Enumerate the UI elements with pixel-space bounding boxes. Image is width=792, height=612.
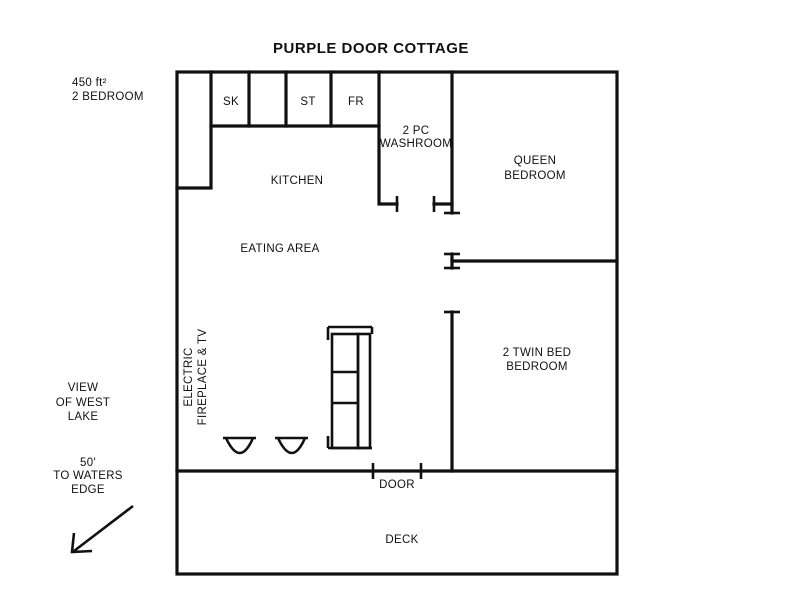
door-label: DOOR	[379, 479, 415, 491]
distance-label-line1: 50'	[80, 457, 96, 469]
queen-bedroom-label-line2: BEDROOM	[504, 170, 566, 182]
chair-icon	[223, 436, 256, 455]
view-label-line2: OF WEST	[56, 397, 111, 409]
sink-label: SK	[223, 96, 239, 108]
queen-bedroom-label-line1: QUEEN	[514, 155, 556, 167]
bedroom-count-label: 2 BEDROOM	[72, 91, 144, 103]
washroom-label-line1: 2 PC	[403, 125, 430, 137]
kitchen-counter	[175, 70, 381, 190]
distance-label-line2: TO WATERS	[53, 470, 123, 482]
outer-walls	[175, 70, 619, 576]
deck-label: DECK	[385, 534, 418, 546]
view-label-line1: VIEW	[68, 382, 99, 394]
washroom-label-line2: WASHROOM	[380, 138, 452, 150]
twin-bedroom-label-line1: 2 TWIN BED	[503, 347, 572, 359]
chair-icon	[275, 436, 308, 455]
distance-label-line3: EDGE	[71, 484, 105, 496]
eating-area-label: EATING AREA	[240, 243, 319, 255]
fireplace-label-line2: FIREPLACE & TV	[197, 329, 209, 426]
stove-label: ST	[300, 96, 315, 108]
fireplace-label-line1: ELECTRIC	[183, 347, 195, 406]
view-label-line3: LAKE	[68, 411, 99, 423]
plan-title: PURPLE DOOR COTTAGE	[273, 40, 469, 57]
washroom-walls	[377, 70, 454, 212]
kitchen-label: KITCHEN	[271, 175, 324, 187]
fridge-label: FR	[348, 96, 364, 108]
bedroom-walls	[444, 70, 619, 473]
entry-door	[371, 463, 423, 479]
arrow-southwest-icon	[70, 504, 134, 554]
area-label: 450 ft²	[72, 77, 107, 89]
twin-bedroom-label-line2: BEDROOM	[506, 361, 568, 373]
sofa-icon	[326, 325, 374, 450]
